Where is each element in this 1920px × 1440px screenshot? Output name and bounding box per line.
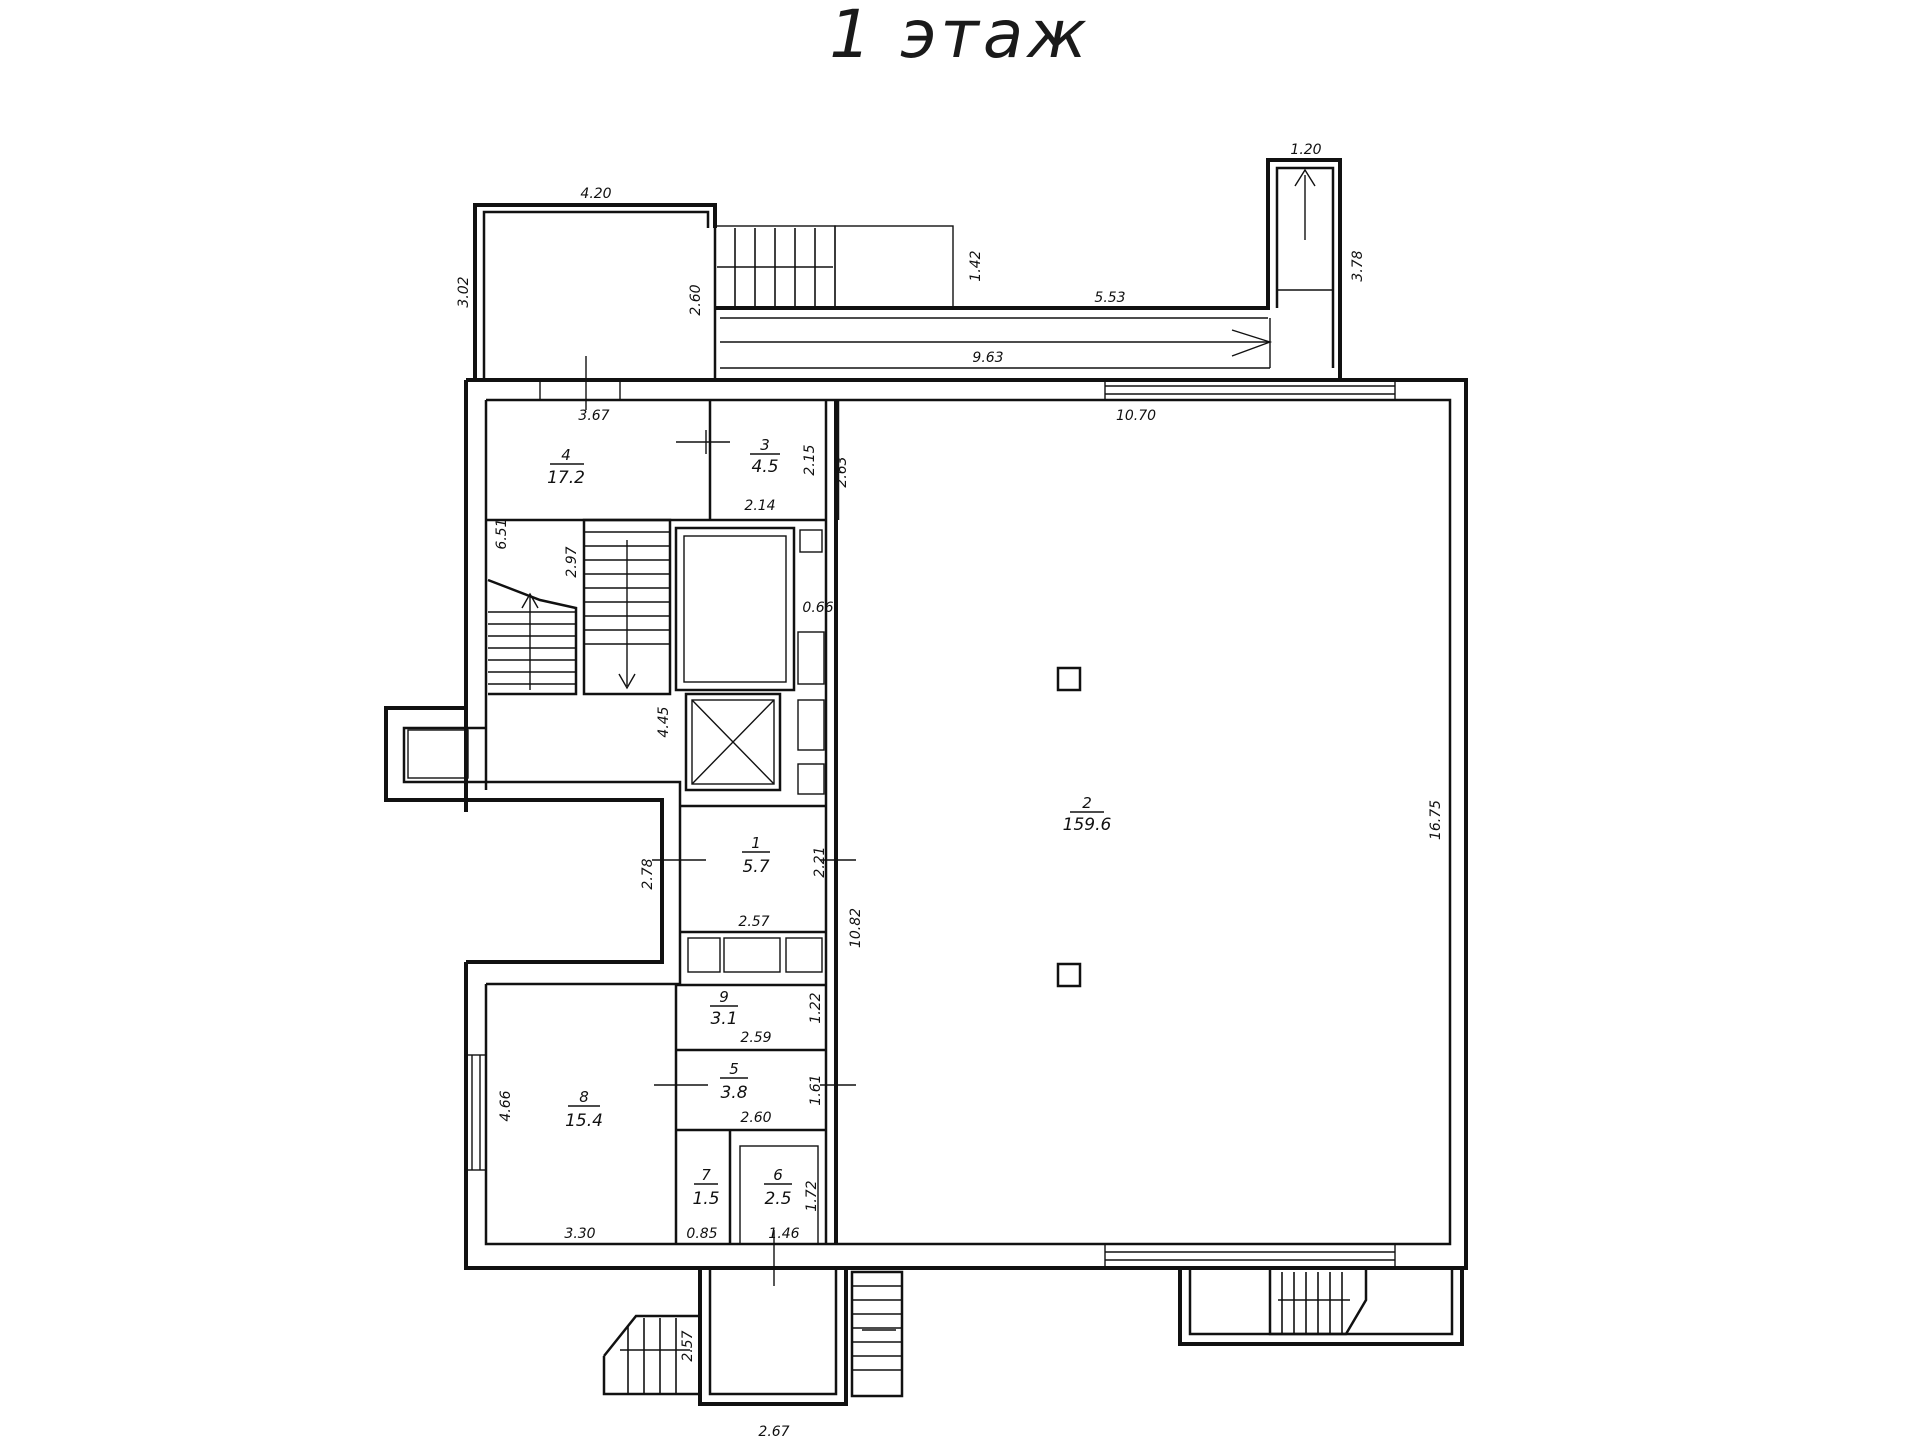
annex-stair-treads [717, 228, 833, 306]
dim-label: 2.57 [738, 914, 769, 930]
dim-label: 2.60 [740, 1110, 771, 1126]
dim-label: 10.70 [1116, 408, 1156, 424]
dim-label: 2.60 [688, 284, 704, 315]
dim-label: 2.21 [812, 846, 828, 877]
room-2-area: 159.6 [1063, 815, 1112, 835]
page-title: 1 этаж [829, 0, 1091, 73]
dim-label: 2.97 [564, 546, 580, 577]
room-5-area: 3.8 [720, 1083, 747, 1103]
ramp-arrow-north [1294, 168, 1316, 187]
dim-label: 2.63 [834, 456, 850, 487]
door-marks [539, 356, 856, 1286]
room-8-number: 8 [579, 1088, 589, 1106]
dim-label: 3.78 [1350, 250, 1366, 281]
room-3-area: 4.5 [751, 457, 778, 477]
room-4-area: 17.2 [547, 468, 585, 488]
dim-label: 16.75 [1428, 800, 1444, 840]
dim-label: 3.30 [564, 1226, 595, 1242]
elevator [684, 692, 782, 792]
dim-label: 1.42 [968, 250, 984, 281]
ramp-arrow-east [1231, 329, 1273, 357]
room-6-number: 6 [773, 1166, 783, 1184]
dim-label: 2.57 [680, 1330, 696, 1361]
dim-label: 10.82 [848, 908, 864, 948]
room-5-number: 5 [729, 1060, 739, 1078]
dim-label: 4.20 [580, 186, 611, 202]
west-niche [407, 729, 469, 779]
room-7-number: 7 [701, 1166, 711, 1184]
room-7-area: 1.5 [692, 1189, 719, 1209]
dim-label: 2.15 [802, 444, 818, 475]
north-window [1104, 379, 1396, 401]
dim-label: 1.72 [804, 1180, 820, 1211]
dim-label: 3.67 [578, 408, 609, 424]
dim-label: 0.66 [802, 600, 833, 616]
main-stairs [487, 518, 672, 696]
room-labels: 2 159.6 4 17.2 3 4.5 1 5.7 9 3.1 5 3.8 8… [547, 436, 1111, 1209]
dim-label: 1.20 [1290, 142, 1321, 158]
column-south [1056, 962, 1082, 988]
dimension-labels: 4.20 3.02 2.60 1.42 5.53 9.63 1.20 3.78 … [456, 142, 1444, 1440]
room-9-number: 9 [719, 988, 729, 1006]
dim-label: 0.85 [686, 1226, 717, 1242]
partitions [486, 400, 840, 1245]
north-annex [473, 158, 1342, 380]
dim-label: 1.22 [808, 992, 824, 1023]
room-4-number: 4 [561, 446, 571, 464]
dim-label: 5.53 [1094, 290, 1125, 306]
room-2-number: 2 [1082, 794, 1092, 812]
dim-label: 2.14 [744, 498, 775, 514]
dim-label: 6.51 [494, 518, 510, 549]
dim-label: 4.45 [656, 706, 672, 737]
dim-label: 1.46 [768, 1226, 799, 1242]
west-window [465, 1054, 487, 1171]
room-8-area: 15.4 [565, 1111, 603, 1131]
south-annexes [602, 1268, 1464, 1406]
dim-label: 9.63 [972, 350, 1003, 366]
room-3-number: 3 [760, 436, 770, 454]
dim-label: 2.67 [758, 1424, 789, 1440]
shaft [674, 526, 796, 692]
room-9-area: 3.1 [710, 1009, 737, 1029]
dim-label: 2.78 [640, 858, 656, 889]
dim-label: 3.02 [456, 276, 472, 307]
dim-label: 2.59 [740, 1030, 771, 1046]
dim-label: 4.66 [498, 1090, 514, 1121]
south-window [1104, 1243, 1396, 1269]
column-north [1056, 666, 1082, 692]
dim-label: 1.61 [808, 1074, 824, 1105]
main-building [384, 378, 1468, 1270]
room-6-area: 2.5 [764, 1189, 791, 1209]
room-1-area: 5.7 [742, 857, 769, 877]
room-1-number: 1 [751, 834, 761, 852]
